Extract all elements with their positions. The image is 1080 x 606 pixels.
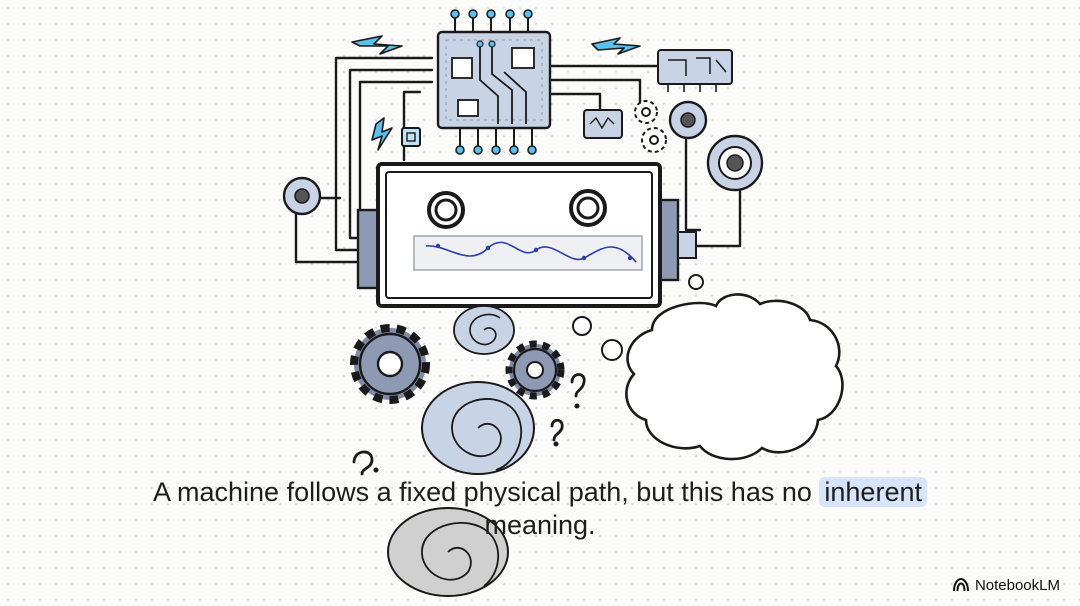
- caption: A machine follows a fixed physical path,…: [0, 476, 1080, 542]
- caption-text: A machine follows a fixed physical path,…: [153, 477, 812, 507]
- robot-head: [376, 162, 662, 308]
- gear-icon: [350, 324, 430, 404]
- caption-text-line2: meaning.: [484, 510, 596, 540]
- thought-bubble: [625, 293, 844, 461]
- brand-watermark: NotebookLM: [952, 574, 1060, 596]
- small-chip-icon: [401, 127, 421, 147]
- notebooklm-logo-icon: [952, 578, 969, 592]
- waveform-mouth: [413, 235, 643, 271]
- eye-right: [569, 189, 607, 227]
- resistor-chip-icon: [583, 109, 623, 139]
- microchip-icon: [436, 9, 552, 155]
- lightning-icon: [371, 117, 393, 151]
- circuit-board-icon: [657, 49, 733, 92]
- caption-highlight: inherent: [819, 477, 927, 507]
- question-mark-icon: [352, 450, 374, 476]
- dial-icon: [668, 100, 708, 140]
- question-mark-icon: [570, 373, 586, 398]
- lightning-icon: [351, 35, 403, 55]
- question-mark-icon: [550, 418, 564, 442]
- dial-icon: [706, 134, 764, 192]
- spiral-icon: [421, 381, 535, 475]
- eye-left: [427, 191, 465, 229]
- lightning-icon: [591, 37, 641, 55]
- gear-icon: [505, 340, 565, 400]
- spiral-icon: [387, 507, 509, 597]
- gear-icon: [634, 100, 667, 153]
- brand-label: NotebookLM: [974, 576, 1060, 594]
- dial-icon: [282, 176, 322, 216]
- spiral-icon: [453, 305, 515, 355]
